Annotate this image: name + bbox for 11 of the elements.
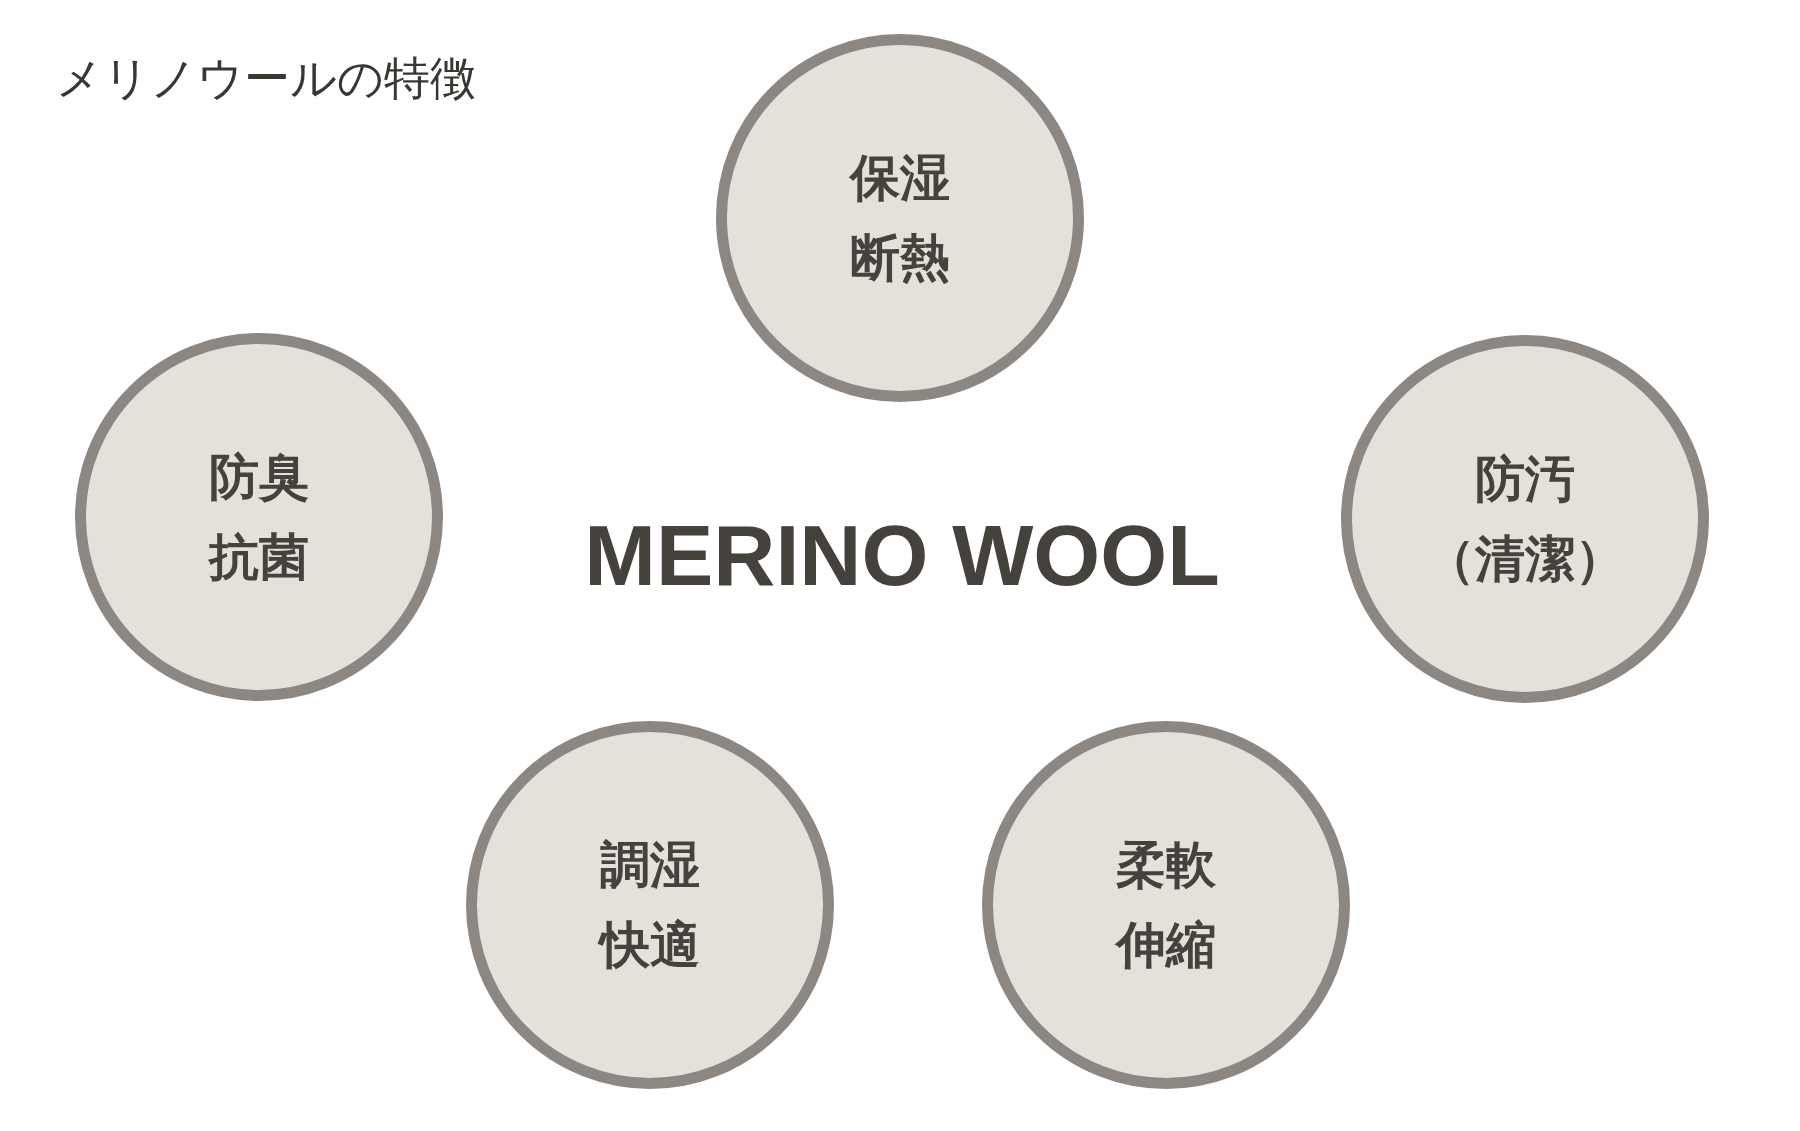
feature-label: 抗菌 xyxy=(209,528,309,586)
feature-label: 保湿 xyxy=(850,149,950,207)
center-heading: MERINO WOOL xyxy=(583,506,1221,605)
feature-label: 調湿 xyxy=(600,836,700,894)
feature-label: 防汚 xyxy=(1475,450,1575,508)
feature-label: 防臭 xyxy=(209,448,309,506)
feature-label: （清潔） xyxy=(1425,530,1625,588)
title: メリノウールの特徴 xyxy=(56,51,476,106)
feature-label: 柔軟 xyxy=(1116,836,1216,894)
feature-label: 伸縮 xyxy=(1116,916,1216,974)
feature-label: 断熱 xyxy=(850,229,950,287)
